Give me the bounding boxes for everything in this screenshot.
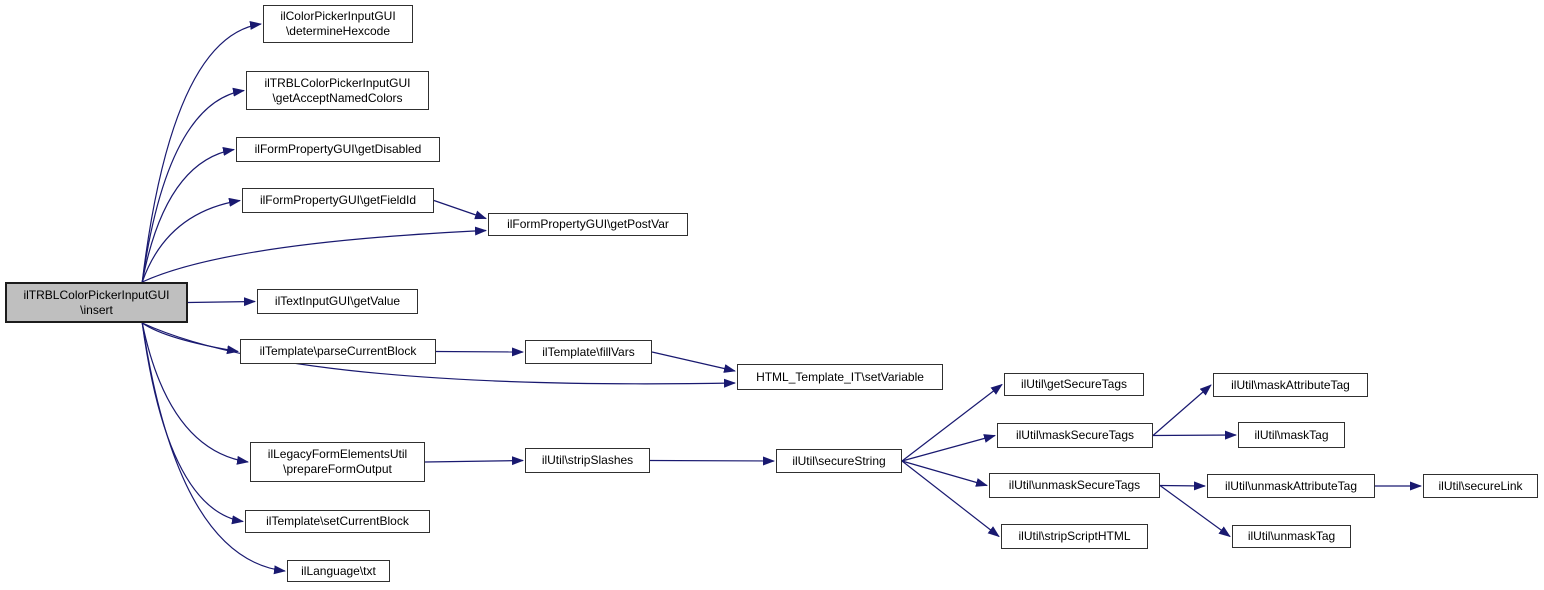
node-label: ilUtil\maskAttributeTag [1231, 377, 1350, 392]
node-label: ilLanguage\txt [301, 563, 376, 578]
node-label: ilTemplate\fillVars [542, 344, 635, 359]
edge-insert-setVariable [142, 322, 736, 388]
edge-insert-getValue [187, 297, 256, 307]
node-label: ilUtil\getSecureTags [1020, 377, 1128, 391]
graph-node-txt[interactable]: ilLanguage\txt [287, 560, 390, 582]
edge-insert-prepareFormOutput [141, 322, 249, 465]
node-label: ilUtil\secureLink [1438, 478, 1523, 493]
graph-node-stripSlashes[interactable]: ilUtil\stripSlashes [525, 448, 650, 473]
node-label: ilFormPropertyGUI\getPostVar [507, 217, 669, 231]
node-label: ilUtil\unmaskTag [1247, 529, 1336, 543]
node-label: ilUtil\stripScriptHTML [1018, 529, 1131, 543]
edge-secureString-unmaskSecureTags [901, 460, 988, 487]
node-label: HTML_Template_IT\setVariable [756, 369, 924, 384]
node-label: ilFormPropertyGUI\getDisabled [254, 142, 422, 156]
node-label: \determineHexcode [285, 24, 391, 38]
node-label: \insert [80, 302, 113, 317]
node-label: ilTemplate\parseCurrentBlock [259, 344, 417, 358]
node-label: ilTemplate\setCurrentBlock [266, 514, 409, 528]
edge-prepareFormOutput-stripSlashes [424, 456, 524, 466]
edge-unmaskSecureTags-unmaskAttributeTag [1159, 481, 1206, 491]
edge-insert-getPostVar [141, 226, 487, 283]
edge-stripSlashes-secureString [649, 456, 775, 466]
node-label: ilUtil\secureString [792, 453, 886, 468]
edge-maskSecureTags-maskAttributeTag [1152, 384, 1212, 436]
graph-node-secureLink[interactable]: ilUtil\secureLink [1423, 474, 1538, 498]
node-label: \getAcceptNamedColors [272, 90, 403, 105]
graph-node-getPostVar[interactable]: ilFormPropertyGUI\getPostVar [488, 213, 688, 236]
graph-node-setVariable[interactable]: HTML_Template_IT\setVariable [737, 364, 943, 390]
edge-unmaskSecureTags-unmaskTag [1159, 485, 1231, 538]
graph-node-maskSecureTags[interactable]: ilUtil\maskSecureTags [997, 423, 1153, 448]
edge-getFieldId-getPostVar [433, 199, 487, 220]
node-label: ilUtil\stripSlashes [541, 453, 634, 467]
node-label: \prepareFormOutput [283, 462, 392, 476]
node-label: ilUtil\unmaskSecureTags [1008, 478, 1141, 492]
edge-insert-getFieldId [141, 197, 241, 283]
edge-maskSecureTags-maskTag [1152, 430, 1237, 440]
graph-node-unmaskAttributeTag[interactable]: ilUtil\unmaskAttributeTag [1207, 474, 1375, 498]
node-label: ilFormPropertyGUI\getFieldId [259, 193, 417, 207]
graph-node-getAcceptNamedColors[interactable]: ilTRBLColorPickerInputGUI\getAcceptNamed… [246, 71, 429, 110]
graph-node-maskAttributeTag[interactable]: ilUtil\maskAttributeTag [1213, 373, 1368, 397]
graph-node-stripScriptHTML[interactable]: ilUtil\stripScriptHTML [1001, 524, 1148, 549]
graph-node-secureString[interactable]: ilUtil\secureString [776, 449, 902, 473]
graph-node-determineHexcode[interactable]: ilColorPickerInputGUI\determineHexcode [263, 5, 413, 43]
node-label: ilLegacyFormElementsUtil [267, 447, 408, 461]
graph-node-getSecureTags[interactable]: ilUtil\getSecureTags [1004, 373, 1144, 396]
graph-node-getDisabled[interactable]: ilFormPropertyGUI\getDisabled [236, 137, 440, 162]
edge-insert-txt [141, 322, 286, 575]
graph-node-prepareFormOutput[interactable]: ilLegacyFormElementsUtil\prepareFormOutp… [250, 442, 425, 482]
graph-node-getFieldId[interactable]: ilFormPropertyGUI\getFieldId [242, 188, 434, 213]
graph-node-maskTag[interactable]: ilUtil\maskTag [1238, 422, 1345, 448]
edge-fillVars-setVariable [651, 351, 736, 373]
node-label: ilTextInputGUI\getValue [274, 294, 401, 308]
edge-insert-determineHexcode [141, 21, 262, 283]
node-label: ilTRBLColorPickerInputGUI [23, 287, 170, 302]
node-label: ilUtil\maskSecureTags [1015, 428, 1135, 442]
graph-node-unmaskSecureTags[interactable]: ilUtil\unmaskSecureTags [989, 473, 1160, 498]
edge-insert-parseCurrentBlock [141, 322, 239, 355]
graph-node-fillVars[interactable]: ilTemplate\fillVars [525, 340, 652, 364]
graph-node-getValue[interactable]: ilTextInputGUI\getValue [257, 289, 418, 314]
node-label: ilTRBLColorPickerInputGUI [264, 75, 411, 90]
edge-insert-setCurrentBlock [141, 322, 244, 525]
edge-secureString-getSecureTags [901, 383, 1003, 462]
edge-secureString-maskSecureTags [901, 434, 996, 462]
node-label: ilUtil\maskTag [1254, 427, 1329, 442]
edge-insert-getAcceptNamedColors [141, 87, 245, 283]
graph-node-parseCurrentBlock[interactable]: ilTemplate\parseCurrentBlock [240, 339, 436, 364]
edge-insert-getDisabled [141, 146, 235, 283]
edge-secureString-stripScriptHTML [901, 460, 1000, 538]
graph-node-setCurrentBlock[interactable]: ilTemplate\setCurrentBlock [245, 510, 430, 533]
graph-node-insert[interactable]: ilTRBLColorPickerInputGUI\insert [5, 282, 188, 323]
graph-node-unmaskTag[interactable]: ilUtil\unmaskTag [1232, 525, 1351, 548]
node-label: ilUtil\unmaskAttributeTag [1224, 478, 1358, 493]
node-label: ilColorPickerInputGUI [280, 9, 396, 23]
edge-parseCurrentBlock-fillVars [435, 347, 524, 357]
